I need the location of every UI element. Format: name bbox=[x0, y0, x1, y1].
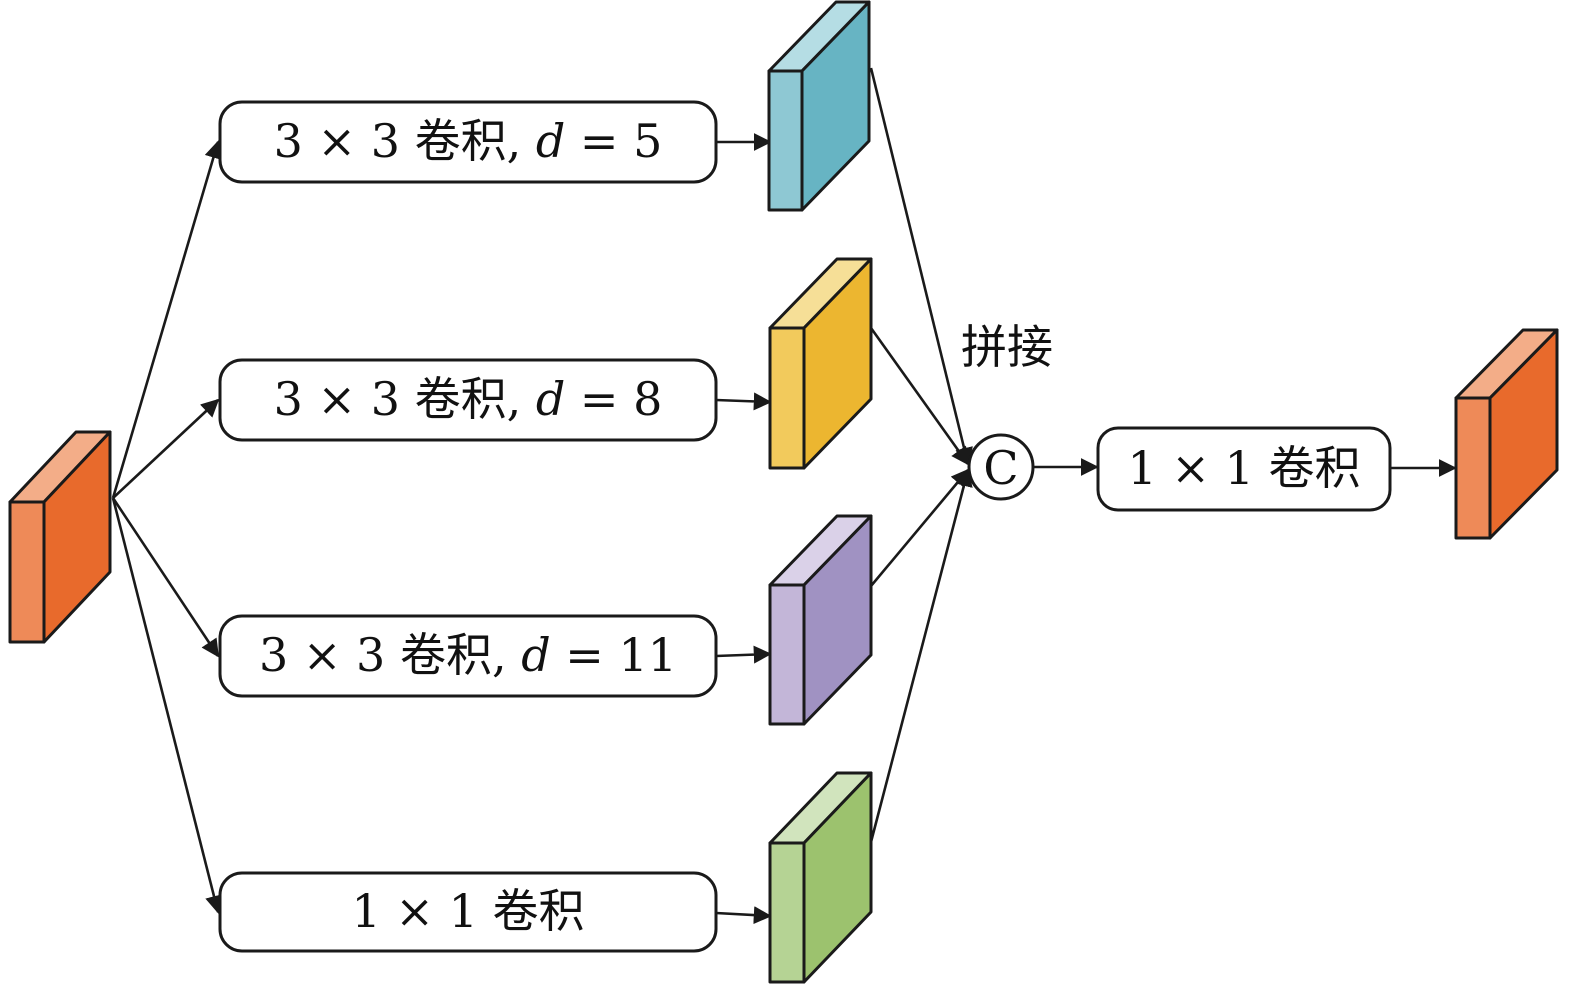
fuse-conv-box bbox=[1096, 426, 1392, 512]
concat-label: 拼接 bbox=[961, 320, 1053, 374]
branch-4-label: 1 × 1 卷积 bbox=[352, 884, 585, 938]
edge-branch-3-to-block bbox=[715, 645, 772, 664]
concat-symbol: C bbox=[983, 441, 1018, 495]
concat-circle bbox=[967, 433, 1035, 501]
edge-block-2-to-concat bbox=[869, 327, 970, 466]
input-block-front bbox=[8, 500, 46, 644]
edge-input-to-branch-3 bbox=[111, 497, 220, 658]
edge-branch-4-to-block bbox=[715, 906, 772, 925]
branch-1-block-front bbox=[767, 69, 804, 212]
input-feature-block bbox=[8, 430, 112, 644]
edge-block-3-to-concat bbox=[870, 468, 970, 587]
concat-node: C bbox=[967, 433, 1035, 501]
branch-1-feature-block bbox=[767, 0, 871, 212]
output-feature-block bbox=[1454, 328, 1559, 540]
output-block-front bbox=[1454, 396, 1492, 540]
branch-2-box bbox=[218, 358, 718, 442]
branch-3-label: 3 × 3 卷积, d = 11 bbox=[259, 628, 677, 682]
fuse-conv-label: 1 × 1 卷积 bbox=[1128, 441, 1361, 495]
branch-3-box bbox=[218, 614, 718, 698]
box-to-block-edges bbox=[715, 133, 772, 925]
branch-1-label: 3 × 3 卷积, d = 5 bbox=[274, 114, 663, 168]
edge-branch-2-to-block bbox=[715, 392, 772, 411]
branch-3-block-front bbox=[768, 583, 806, 726]
block-to-concat-edges bbox=[869, 67, 973, 843]
edge-block-1-to-concat bbox=[869, 67, 973, 466]
fuse-conv: 1 × 1 卷积 bbox=[1096, 426, 1392, 512]
branch-4-feature-block bbox=[768, 771, 873, 984]
edge-input-to-branch-1 bbox=[111, 140, 223, 499]
branch-4-box bbox=[218, 871, 718, 953]
branch-2: 3 × 3 卷积, d = 8 bbox=[218, 257, 873, 470]
edge-block-4-to-concat bbox=[869, 468, 973, 843]
branch-4-block-front bbox=[768, 841, 806, 984]
branch-2-label: 3 × 3 卷积, d = 8 bbox=[274, 372, 663, 426]
branch-2-block-front bbox=[768, 326, 806, 470]
branch-1-box bbox=[218, 100, 718, 184]
branch-1: 3 × 3 卷积, d = 5 bbox=[218, 0, 871, 212]
branch-3: 3 × 3 卷积, d = 11 bbox=[218, 514, 873, 726]
branch-4: 1 × 1 卷积 bbox=[218, 771, 873, 984]
input-edges bbox=[111, 140, 223, 914]
branch-2-feature-block bbox=[768, 257, 873, 470]
branch-3-feature-block bbox=[768, 514, 873, 726]
edge-input-to-branch-4 bbox=[111, 497, 223, 914]
edge-input-to-branch-2 bbox=[112, 398, 220, 499]
